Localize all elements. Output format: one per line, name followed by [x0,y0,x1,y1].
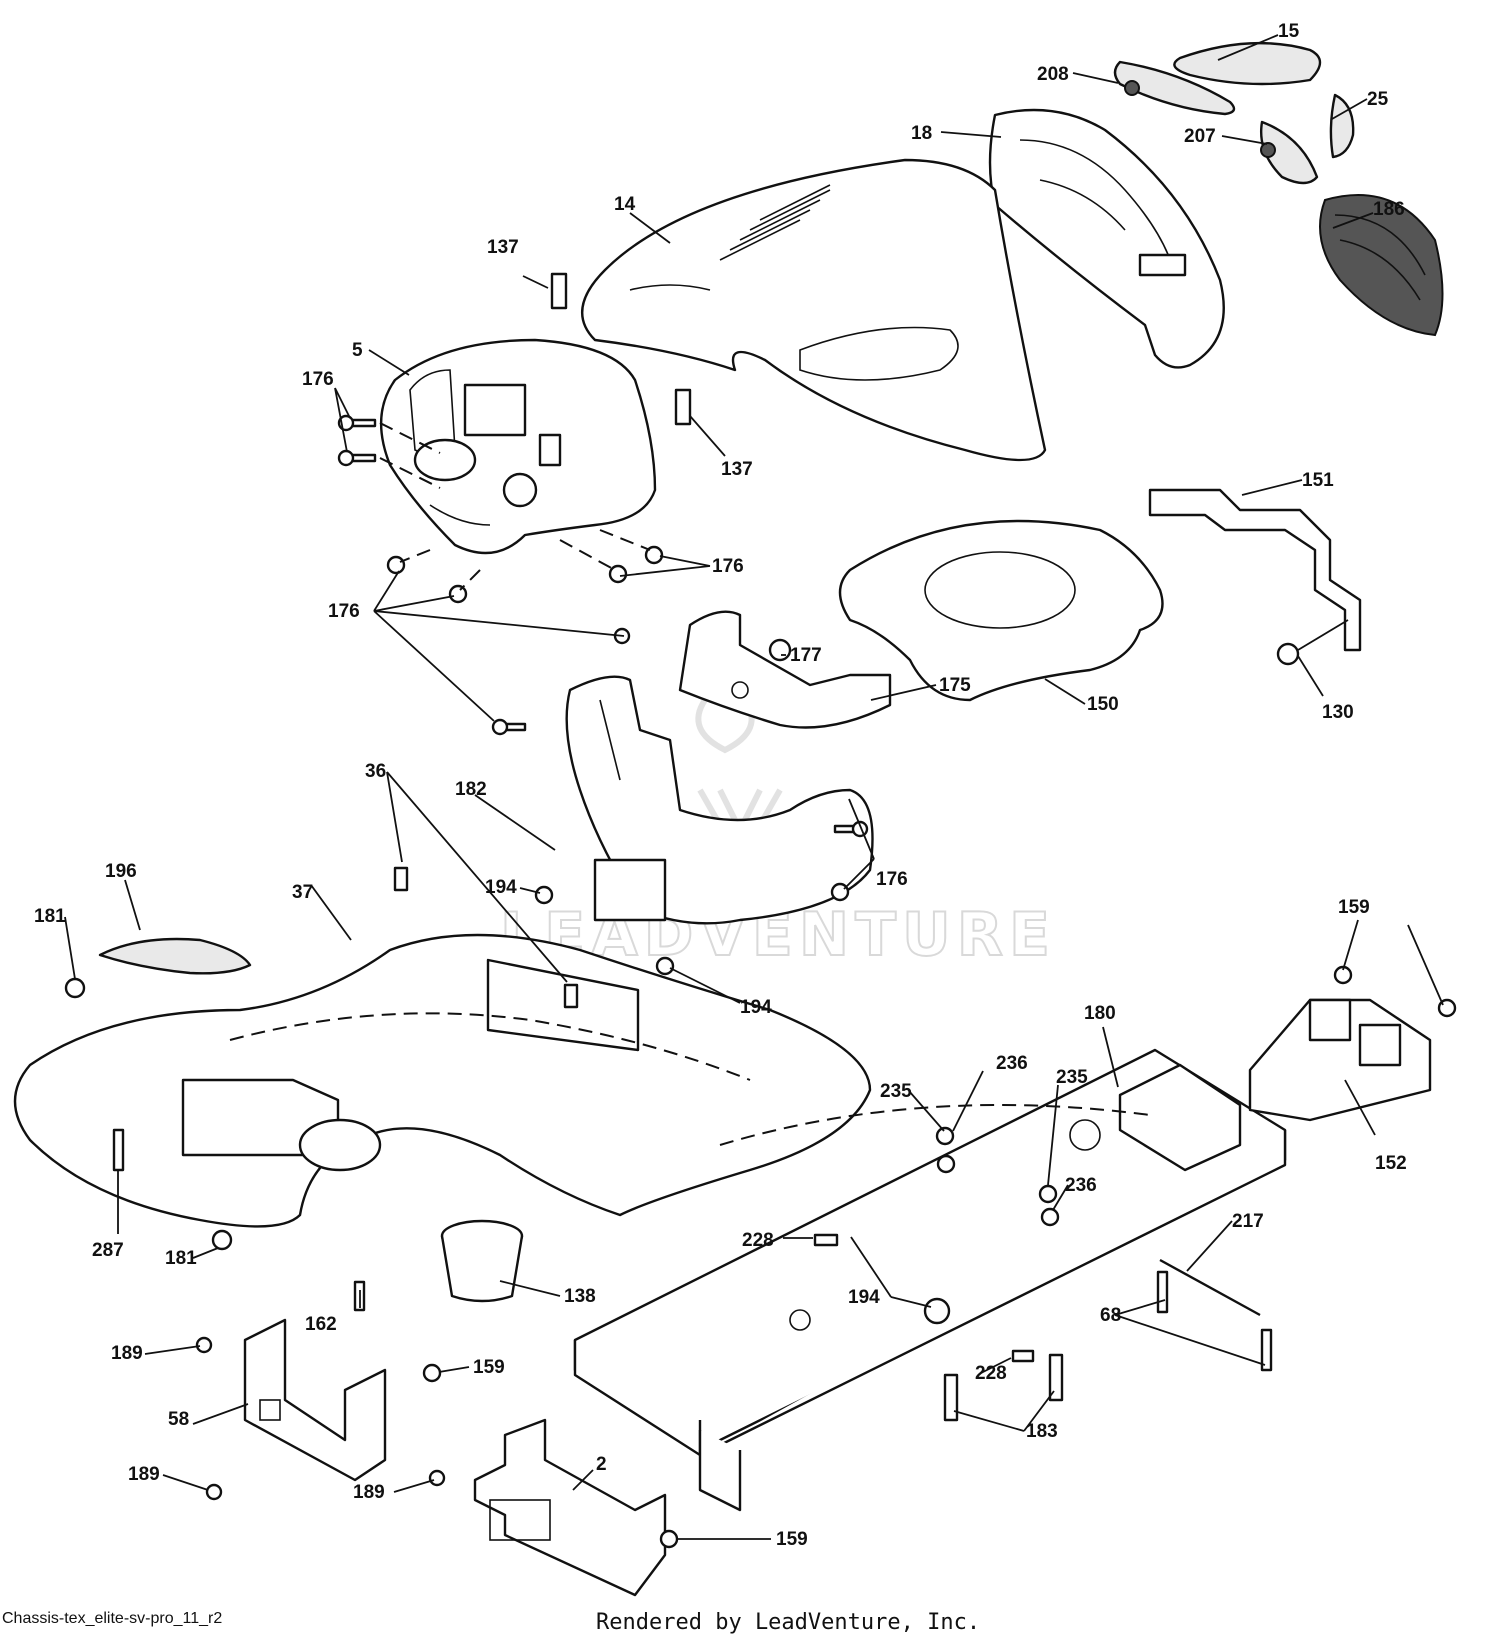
callout-2[interactable]: 2 [596,1454,607,1475]
part-159-bolt-front-lower[interactable] [659,1529,679,1549]
callout-235-a[interactable]: 235 [880,1081,912,1102]
part-287-bolt[interactable] [112,1128,125,1172]
part-15-accent[interactable] [1173,41,1322,86]
callout-183[interactable]: 183 [1026,1421,1058,1442]
callout-137-lower[interactable]: 137 [721,459,753,480]
callout-182[interactable]: 182 [455,779,487,800]
part-137-pad-upper[interactable] [550,272,568,310]
callout-196[interactable]: 196 [105,861,137,882]
part-194-spacer-c[interactable] [923,1297,951,1325]
callout-159-a[interactable]: 159 [1338,897,1370,918]
part-25-lens[interactable] [1329,93,1355,159]
part-183-bolts[interactable] [943,1353,1064,1422]
part-5-dash-panel[interactable] [380,338,657,555]
part-182-lower-dash[interactable] [565,675,874,925]
callout-137-upper[interactable]: 137 [487,237,519,258]
part-180-frame[interactable] [573,1048,1287,1512]
part-159-bolt-front-upper[interactable] [422,1363,442,1383]
callout-150[interactable]: 150 [1087,694,1119,715]
diagram-id: Chassis-tex_elite-sv-pro_11_r2 [2,1610,223,1627]
callout-68[interactable]: 68 [1100,1305,1121,1326]
leader-lines [64,34,1444,1540]
callout-208[interactable]: 208 [1037,64,1069,85]
part-159-bolts-rear[interactable] [1333,965,1457,1018]
part-228-bolt-a[interactable] [813,1233,839,1247]
callout-194-b[interactable]: 194 [740,997,772,1018]
callout-138[interactable]: 138 [564,1286,596,1307]
part-14-hood[interactable] [581,158,1047,462]
part-196-pod[interactable] [98,937,252,975]
part-175-bracket[interactable] [678,610,892,729]
callout-194-c[interactable]: 194 [848,1287,880,1308]
callout-228-b[interactable]: 228 [975,1363,1007,1384]
part-235-236-spacers[interactable] [935,1126,1060,1227]
callout-151[interactable]: 151 [1302,470,1334,491]
callout-159-b[interactable]: 159 [473,1357,505,1378]
callout-15[interactable]: 15 [1278,21,1300,42]
callout-177[interactable]: 177 [790,645,822,666]
callout-194-a[interactable]: 194 [485,877,517,898]
rendered-by-credit: Rendered by LeadVenture, Inc. [596,1610,981,1635]
part-36-bolts[interactable] [393,866,579,1009]
part-176-bolts-dash[interactable] [337,414,664,604]
part-217-rod[interactable] [1159,1258,1261,1317]
callout-14[interactable]: 14 [614,194,636,215]
callout-189-b[interactable]: 189 [128,1464,160,1485]
part-177-nut[interactable] [768,638,792,662]
part-194-nut-a[interactable] [534,885,554,905]
callout-207[interactable]: 207 [1184,126,1216,147]
callout-175[interactable]: 175 [939,675,971,696]
callout-181-b[interactable]: 181 [165,1248,197,1269]
callout-labels: 15 208 25 18 207 14 186 137 5 176 137 15… [34,21,1407,1550]
callout-180[interactable]: 180 [1084,1003,1116,1024]
callout-176-b[interactable]: 176 [712,556,744,577]
part-208-headlight[interactable] [1113,60,1236,116]
callout-287[interactable]: 287 [92,1240,124,1261]
callout-228-a[interactable]: 228 [742,1230,774,1251]
part-181-clip-lower[interactable] [211,1229,233,1251]
part-186-grille[interactable] [1319,194,1444,337]
part-189-screws[interactable] [195,1336,446,1501]
part-2-front-bracket[interactable] [473,1418,667,1597]
callout-37[interactable]: 37 [292,882,313,903]
callout-130[interactable]: 130 [1322,702,1354,723]
part-207-headlight[interactable] [1260,120,1319,185]
callout-176-d[interactable]: 176 [876,869,908,890]
callout-236-b[interactable]: 236 [1065,1175,1097,1196]
callout-162[interactable]: 162 [305,1314,337,1335]
callout-186[interactable]: 186 [1373,199,1405,220]
callout-152[interactable]: 152 [1375,1153,1407,1174]
part-151-bracket[interactable] [1148,488,1362,652]
callout-25[interactable]: 25 [1367,89,1389,110]
callout-236-a[interactable]: 236 [996,1053,1028,1074]
callout-176-a[interactable]: 176 [302,369,334,390]
part-137-pad-lower[interactable] [674,388,692,426]
callout-18[interactable]: 18 [911,123,932,144]
callout-159-c[interactable]: 159 [776,1529,808,1550]
part-18-front-nose[interactable] [988,108,1225,369]
part-130-screw[interactable] [1276,642,1300,666]
part-228-bolt-b[interactable] [1011,1349,1035,1363]
callout-189-c[interactable]: 189 [353,1482,385,1503]
part-68-bolts[interactable] [1156,1270,1273,1372]
part-181-clip-upper[interactable] [64,977,86,999]
hood-vents [719,184,831,261]
part-150-shroud[interactable] [838,519,1164,702]
callout-36[interactable]: 36 [365,761,386,782]
part-58-bracket[interactable] [243,1318,387,1482]
callout-189-a[interactable]: 189 [111,1343,143,1364]
part-194-nut-b[interactable] [655,956,675,976]
callout-235-b[interactable]: 235 [1056,1067,1088,1088]
part-37-fender[interactable] [13,933,872,1228]
callout-5[interactable]: 5 [352,340,363,361]
callout-176-c[interactable]: 176 [328,601,360,622]
part-138-grommet[interactable] [440,1219,524,1303]
part-152-rear-bracket[interactable] [1248,998,1432,1122]
callout-58[interactable]: 58 [168,1409,189,1430]
callout-181-a[interactable]: 181 [34,906,66,927]
callout-217[interactable]: 217 [1232,1211,1264,1232]
